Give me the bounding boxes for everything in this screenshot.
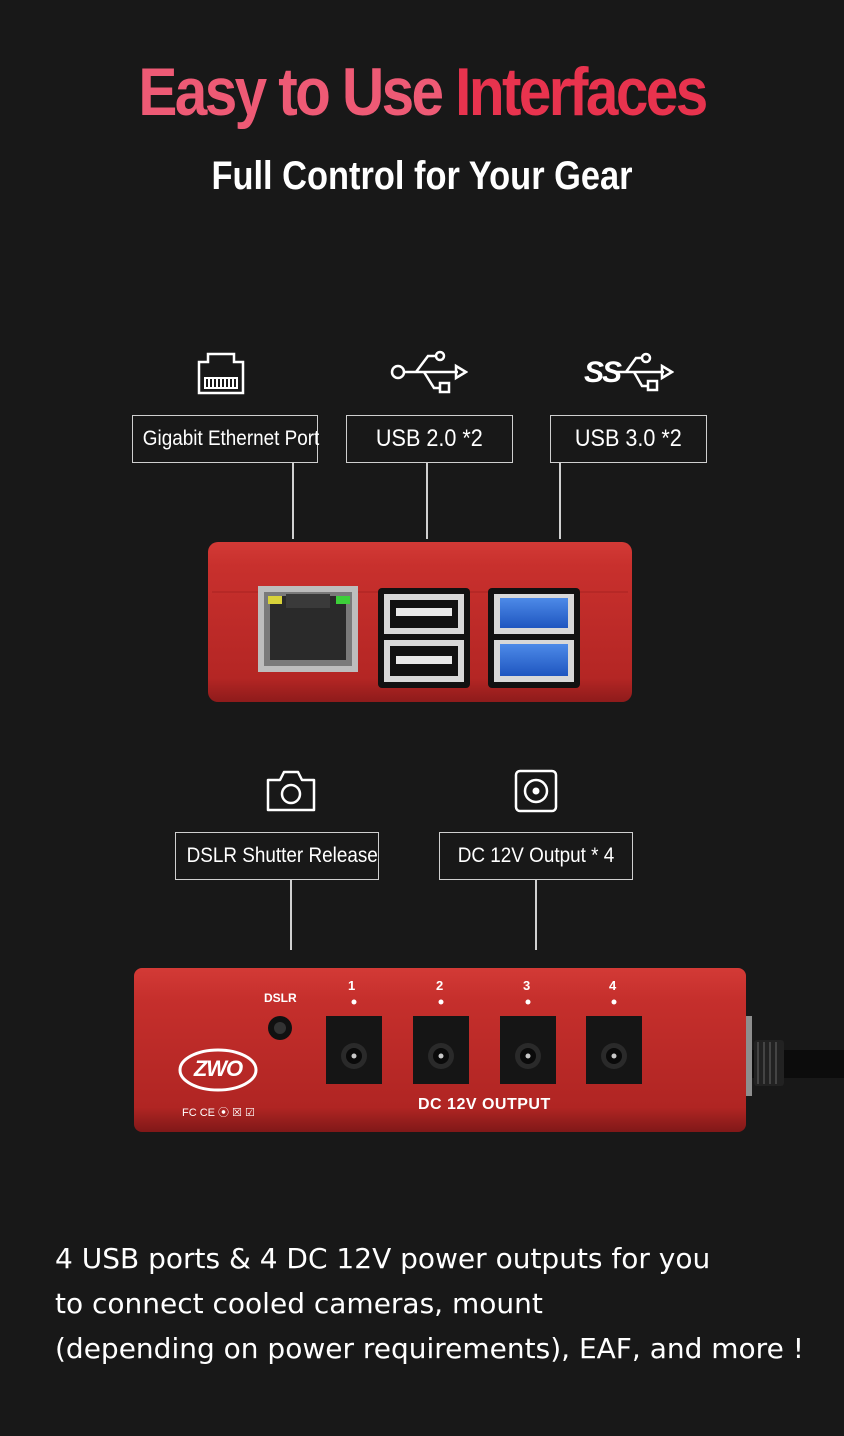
dc-jacks bbox=[326, 999, 642, 1084]
description-line-3: (depending on power requirements), EAF, … bbox=[55, 1332, 804, 1365]
usb3-label-text: USB 3.0 *2 bbox=[575, 425, 682, 452]
ethernet-port-icon bbox=[197, 352, 245, 395]
dslr-port-label: DSLR bbox=[264, 991, 297, 1005]
usb2-label: USB 2.0 *2 bbox=[346, 415, 513, 463]
usb3-connector-line bbox=[559, 463, 561, 539]
usb-superspeed-text: SS bbox=[584, 356, 622, 389]
usb2-ports bbox=[378, 588, 470, 688]
bottom-device: DSLR 1 2 3 4 ZWO FC CE ⦿ ☒ ☑ DC 12V OUTP… bbox=[130, 964, 844, 1144]
usb-icon bbox=[390, 350, 468, 394]
usb3-label: USB 3.0 *2 bbox=[550, 415, 707, 463]
dslr-label: DSLR Shutter Release bbox=[175, 832, 379, 880]
dslr-port bbox=[268, 1016, 292, 1040]
dc-output-label: DC 12V Output * 4 bbox=[439, 832, 633, 880]
usb-superspeed-icon: SS bbox=[582, 350, 674, 398]
port-number-4: 4 bbox=[609, 978, 617, 993]
page-title: Easy to Use Interfaces bbox=[59, 52, 785, 132]
ethernet-label-text: Gigabit Ethernet Port bbox=[142, 427, 320, 450]
brand-text: ZWO bbox=[193, 1056, 243, 1081]
usb2-label-text: USB 2.0 *2 bbox=[376, 425, 483, 452]
title-part-1: Easy to Use bbox=[138, 54, 456, 130]
certification-marks: FC CE ⦿ ☒ ☑ bbox=[182, 1107, 255, 1119]
dc-output-label-text: DC 12V Output * 4 bbox=[457, 844, 615, 867]
ethernet-connector-line bbox=[292, 463, 294, 539]
dc-connector-line bbox=[535, 880, 537, 950]
ethernet-label: Gigabit Ethernet Port bbox=[132, 415, 320, 463]
port-number-2: 2 bbox=[436, 978, 444, 993]
dslr-label-text: DSLR Shutter Release bbox=[186, 844, 378, 867]
top-device bbox=[208, 542, 632, 702]
description: 4 USB ports & 4 DC 12V power outputs for… bbox=[55, 1236, 815, 1371]
port-number-3: 3 bbox=[523, 978, 531, 993]
power-cable bbox=[742, 1016, 844, 1096]
description-line-1: 4 USB ports & 4 DC 12V power outputs for… bbox=[55, 1242, 711, 1275]
usb3-ports bbox=[488, 588, 580, 688]
usb2-connector-line bbox=[426, 463, 428, 539]
zwo-logo bbox=[178, 1048, 258, 1092]
page-subtitle: Full Control for Your Gear bbox=[211, 154, 633, 198]
description-line-2: to connect cooled cameras, mount bbox=[55, 1287, 543, 1320]
camera-icon bbox=[266, 770, 316, 812]
ethernet-port bbox=[258, 586, 358, 672]
dc-jack-icon bbox=[514, 769, 558, 813]
title-part-2: Interfaces bbox=[455, 54, 708, 130]
dslr-connector-line bbox=[290, 880, 292, 950]
dc-output-device-label: DC 12V OUTPUT bbox=[418, 1096, 551, 1113]
port-number-1: 1 bbox=[348, 978, 356, 993]
